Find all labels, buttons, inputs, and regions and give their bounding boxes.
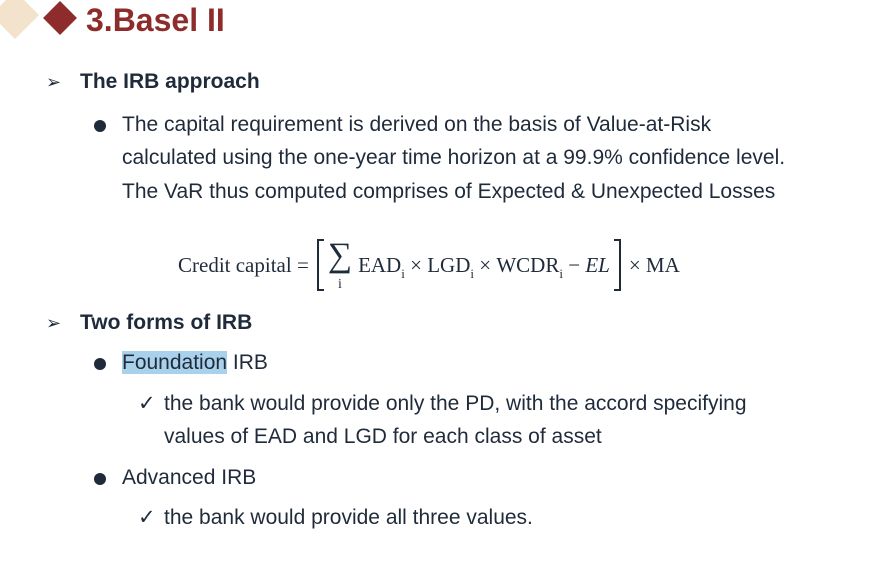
sigma-glyph: ∑ (327, 237, 353, 274)
subscript: i (470, 266, 474, 281)
section-heading: Two forms of IRB (80, 311, 253, 334)
title-decoration-back (0, 0, 40, 40)
label-rest: IRB (227, 351, 268, 374)
right-bracket (613, 239, 621, 291)
check-line: values of EAD and LGD for each class of … (164, 425, 602, 448)
sum-index: i (337, 277, 342, 292)
arrow-bullet-icon: ➢ (46, 313, 62, 333)
arrow-bullet-icon: ➢ (46, 72, 62, 92)
highlighted-text: Foundation (122, 351, 228, 374)
checkmark-icon: ✓ (138, 392, 156, 415)
sum-symbol: ∑i (328, 237, 352, 293)
term-wcdr: WCDR (496, 253, 560, 277)
bullet-advanced-irb: Advanced IRB (122, 466, 257, 489)
body-line: The VaR thus computed comprises of Expec… (122, 180, 776, 203)
times: × (628, 253, 641, 277)
title-decoration-diamond (43, 1, 77, 35)
times: × (479, 253, 492, 277)
formula-lhs: Credit capital = (178, 253, 309, 277)
subscript: i (401, 266, 405, 281)
bullet-foundation-irb: Foundation IRB (122, 350, 268, 376)
bullet-dot-icon (94, 473, 106, 485)
term-el: EL (585, 253, 610, 277)
body-line: calculated using the one-year time horiz… (122, 146, 786, 169)
check-line: the bank would provide only the PD, with… (164, 392, 747, 415)
term-ead: EAD (358, 253, 402, 277)
term-ma: MA (645, 253, 680, 277)
term-lgd: LGD (427, 253, 471, 277)
times: × (410, 253, 422, 277)
check-line: the bank would provide all three values. (164, 506, 533, 529)
checkmark-icon: ✓ (138, 506, 156, 529)
bullet-dot-icon (94, 358, 106, 370)
slide-title: 3.Basel II (86, 2, 225, 38)
subscript: i (559, 266, 563, 281)
section-heading: The IRB approach (80, 70, 260, 93)
body-line: The capital requirement is derived on th… (122, 113, 712, 136)
left-bracket (316, 239, 324, 291)
bullet-dot-icon (94, 120, 106, 132)
minus: − (568, 253, 581, 277)
